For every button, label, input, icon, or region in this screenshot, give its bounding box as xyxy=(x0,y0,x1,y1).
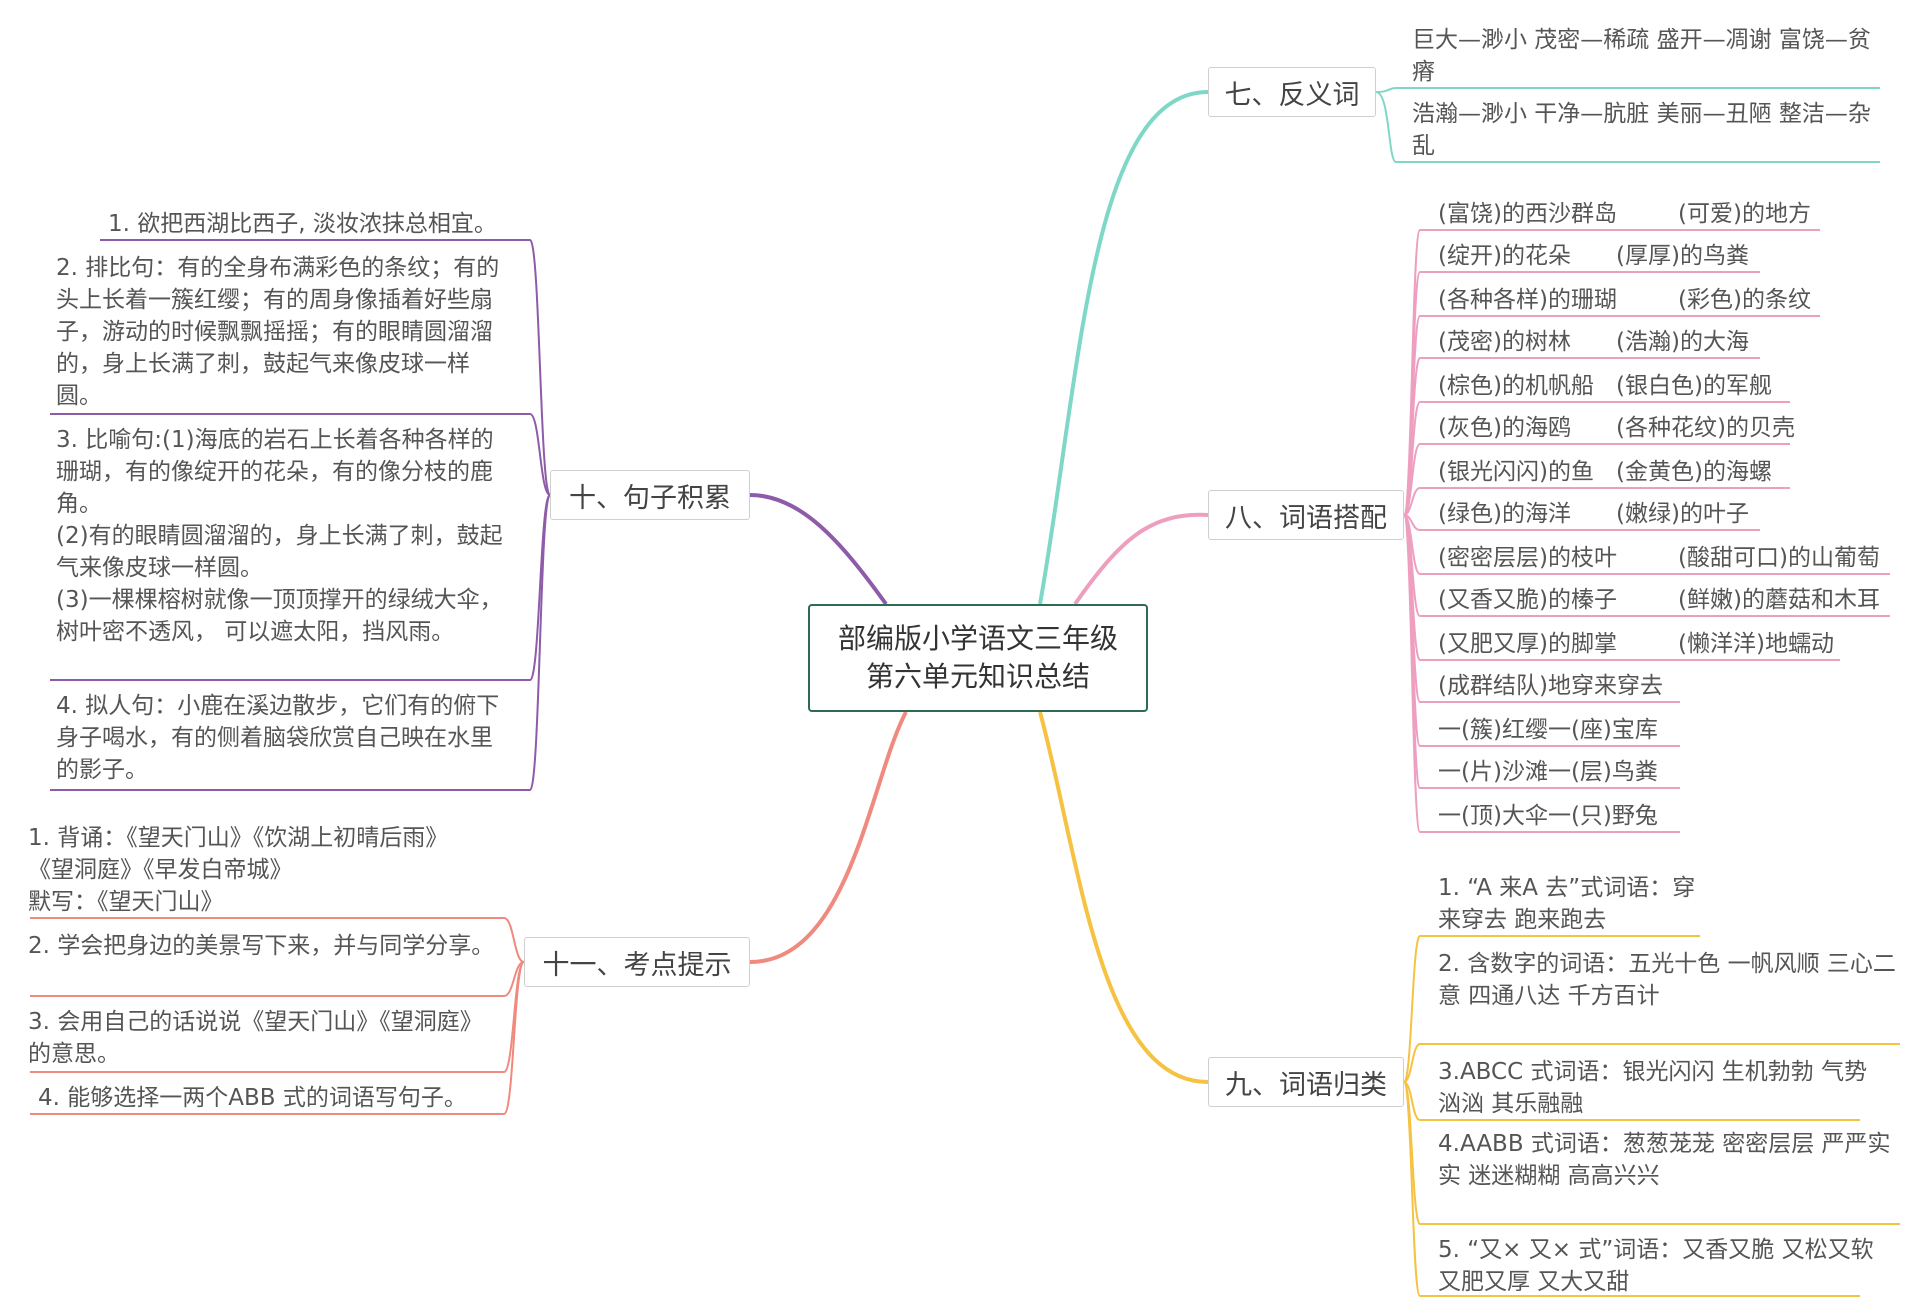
collocation-item[interactable]: (又香又脆)的榛子 (鲜嫩)的蘑菇和木耳 xyxy=(1438,584,1880,616)
collocation-right: (可爱)的地方 xyxy=(1678,201,1811,227)
collocation-item[interactable]: (密密层层)的枝叶 (酸甜可口)的山葡萄 xyxy=(1438,542,1880,574)
antonym-item[interactable]: 浩瀚—渺小 干净—肮脏 美丽—丑陋 整洁—杂乱 xyxy=(1412,101,1871,159)
collocation-right: (酸甜可口)的山葡萄 xyxy=(1678,545,1880,571)
collocation-left: (各种各样)的珊瑚 xyxy=(1438,287,1617,313)
collocation-item[interactable]: 一(顶)大伞一(只)野兔 xyxy=(1438,803,1658,829)
topic-sentences[interactable]: 十、句子积累 xyxy=(550,470,750,520)
classification-item[interactable]: 2. 含数字的词语：五光十色 一帆风顺 三心二意 四通八达 千方百计 xyxy=(1438,951,1896,1009)
collocation-item[interactable]: (棕色)的机帆船 (银白色)的军舰 xyxy=(1438,370,1772,402)
topic-exam-label: 十一、考点提示 xyxy=(542,949,732,981)
topic-classification[interactable]: 九、词语归类 xyxy=(1208,1057,1404,1107)
sentence-simile: (3)一棵棵榕树就像一顶顶撑开的绿绒大伞，树叶密不透风， 可以遮太阳，挡风雨。 xyxy=(56,587,503,645)
exam-item[interactable]: 4. 能够选择一两个ABB 式的词语写句子。 xyxy=(38,1085,467,1111)
collocation-right: (厚厚)的鸟粪 xyxy=(1616,243,1749,269)
collocation-right: (金黄色)的海螺 xyxy=(1616,459,1772,485)
collocation-left: (又肥又厚)的脚掌 xyxy=(1438,631,1617,657)
topic-collocations[interactable]: 八、词语搭配 xyxy=(1208,490,1404,540)
collocation-right: (彩色)的条纹 xyxy=(1678,287,1811,313)
exam-item[interactable]: 2. 学会把身边的美景写下来，并与同学分享。 xyxy=(28,933,495,959)
link-antonyms xyxy=(1038,90,1209,605)
collocation-item[interactable]: (又肥又厚)的脚掌 (懒洋洋)地蠕动 xyxy=(1438,628,1834,660)
central-topic-line-1: 部编版小学语文三年级 xyxy=(837,622,1118,655)
exam-item[interactable]: 1. 背诵：《望天门山》《饮湖上初晴后雨》《望洞庭》《早发白帝城》 默写：《望天… xyxy=(28,822,468,918)
collocation-right: (鲜嫩)的蘑菇和木耳 xyxy=(1678,587,1880,613)
sentence-item[interactable]: 2. 排比句：有的全身布满彩色的条纹；有的头上长着一簇红缨；有的周身像插着好些扇… xyxy=(56,255,500,409)
collocation-left: (绿色)的海洋 xyxy=(1438,501,1571,527)
sentence-simile: (2)有的眼睛圆溜溜的，身上长满了刺，鼓起气来像皮球一样圆。 xyxy=(56,523,503,581)
sentence-item[interactable]: 1. 欲把西湖比西子, 淡妆浓抹总相宜。 xyxy=(108,211,497,237)
collocation-item[interactable]: 一(簇)红缨一(座)宝库 xyxy=(1438,717,1658,743)
collocation-left: (灰色)的海鸥 xyxy=(1438,415,1571,441)
collocation-item[interactable]: 一(片)沙滩一(层)鸟粪 xyxy=(1438,759,1658,785)
collocation-left: (密密层层)的枝叶 xyxy=(1438,545,1617,571)
classification-item[interactable]: 4.AABB 式词语：葱葱茏茏 密密层层 严严实实 迷迷糊糊 高高兴兴 xyxy=(1438,1131,1891,1189)
topic-sentences-label: 十、句子积累 xyxy=(569,482,731,514)
collocation-item[interactable]: (银光闪闪)的鱼 (金黄色)的海螺 xyxy=(1438,456,1772,488)
collocation-item[interactable]: (成群结队)地穿来穿去 xyxy=(1438,673,1663,699)
collocation-item[interactable]: (绿色)的海洋 (嫩绿)的叶子 xyxy=(1438,498,1749,530)
topic-antonyms-label: 七、反义词 xyxy=(1224,79,1360,111)
topic-classification-label: 九、词语归类 xyxy=(1225,1069,1387,1101)
sentence-simile: 3. 比喻句:(1)海底的岩石上长着各种各样的珊瑚，有的像绽开的花朵，有的像分枝… xyxy=(56,427,494,517)
collocation-right: (银白色)的军舰 xyxy=(1616,373,1772,399)
topic-collocations-label: 八、词语搭配 xyxy=(1225,502,1387,534)
collocation-left: (富饶)的西沙群岛 xyxy=(1438,201,1617,227)
topic-exam[interactable]: 十一、考点提示 xyxy=(524,937,750,987)
collocation-item[interactable]: (各种各样)的珊瑚 (彩色)的条纹 xyxy=(1438,284,1811,316)
sentence-item[interactable]: 4. 拟人句：小鹿在溪边散步，它们有的俯下身子喝水，有的侧着脑袋欣赏自己映在水里… xyxy=(56,693,500,783)
link-classification xyxy=(1038,711,1209,1084)
collocation-left: (绽开)的花朵 xyxy=(1438,243,1571,269)
collocation-right: (各种花纹)的贝壳 xyxy=(1616,415,1795,441)
central-topic[interactable]: 部编版小学语文三年级 第六单元知识总结 xyxy=(808,604,1148,712)
exam-dictation: 默写：《望天门山》 xyxy=(28,889,224,915)
classification-item[interactable]: 3.ABCC 式词语：银光闪闪 生机勃勃 气势汹汹 其乐融融 xyxy=(1438,1059,1868,1117)
classification-item[interactable]: 5. “又× 又× 式”词语：又香又脆 又松又软 又肥又厚 又大又甜 xyxy=(1438,1237,1874,1295)
collocation-item[interactable]: (绽开)的花朵 (厚厚)的鸟粪 xyxy=(1438,240,1749,272)
collocation-right: (浩瀚)的大海 xyxy=(1616,329,1749,355)
collocation-left: (棕色)的机帆船 xyxy=(1438,373,1594,399)
collocation-left: (茂密)的树林 xyxy=(1438,329,1571,355)
sentence-item[interactable]: 3. 比喻句:(1)海底的岩石上长着各种各样的珊瑚，有的像绽开的花朵，有的像分枝… xyxy=(56,424,516,648)
link-collocations xyxy=(1073,512,1209,606)
link-exam xyxy=(749,711,908,964)
exam-item[interactable]: 3. 会用自己的话说说《望天门山》《望洞庭》的意思。 xyxy=(28,1009,483,1067)
central-topic-line-2: 第六单元知识总结 xyxy=(865,660,1090,693)
classification-item[interactable]: 1. “A 来A 去”式词语：穿来穿去 跑来跑去 xyxy=(1438,875,1696,933)
link-sentences xyxy=(749,493,888,606)
collocation-left: (银光闪闪)的鱼 xyxy=(1438,459,1594,485)
exam-recite: 1. 背诵：《望天门山》《饮湖上初晴后雨》《望洞庭》《早发白帝城》 xyxy=(28,825,449,883)
collocation-item[interactable]: (富饶)的西沙群岛 (可爱)的地方 xyxy=(1438,198,1811,230)
collocation-item[interactable]: (灰色)的海鸥 (各种花纹)的贝壳 xyxy=(1438,412,1795,444)
topic-antonyms[interactable]: 七、反义词 xyxy=(1208,67,1376,117)
collocation-right: (懒洋洋)地蠕动 xyxy=(1678,631,1834,657)
collocation-left: (又香又脆)的榛子 xyxy=(1438,587,1617,613)
collocation-right: (嫩绿)的叶子 xyxy=(1616,501,1749,527)
collocation-item[interactable]: (茂密)的树林 (浩瀚)的大海 xyxy=(1438,326,1749,358)
antonym-item[interactable]: 巨大—渺小 茂密—稀疏 盛开—凋谢 富饶—贫瘠 xyxy=(1412,27,1871,85)
